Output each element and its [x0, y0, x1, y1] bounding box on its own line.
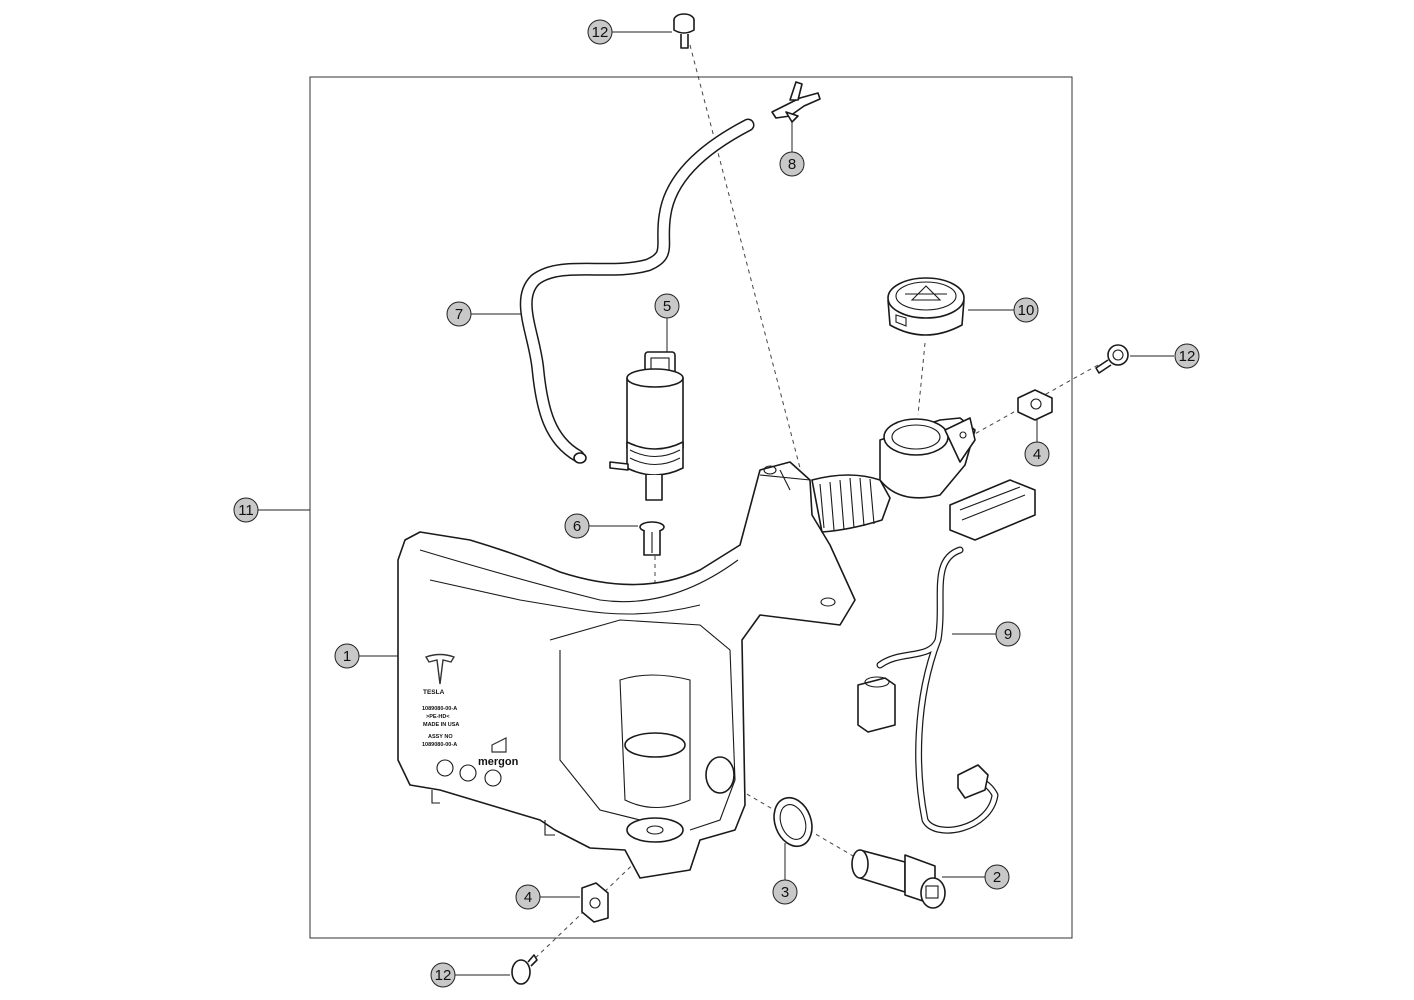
- tesla-logo-icon: [424, 653, 456, 685]
- speed-nut-clip-lower: [581, 882, 609, 923]
- callout-4-lower[interactable]: 4: [515, 884, 541, 910]
- svg-text:8: 8: [788, 156, 796, 173]
- bolt-top: [673, 13, 695, 49]
- sensor-grommet: [773, 796, 813, 848]
- reservoir-assy-number: 1089080-00-A: [422, 742, 457, 748]
- callout-10[interactable]: 10: [1013, 297, 1039, 323]
- pump-grommet: [639, 521, 665, 556]
- reservoir-brand-text: TESLA: [423, 689, 445, 696]
- svg-text:3: 3: [781, 884, 789, 901]
- svg-text:9: 9: [1004, 626, 1012, 643]
- callout-11[interactable]: 11: [233, 497, 259, 523]
- speed-nut-clip-upper: [1017, 389, 1053, 421]
- svg-text:4: 4: [1033, 446, 1041, 463]
- washer-pump: [609, 351, 684, 501]
- reservoir-part-number: 1089080-00-A: [422, 706, 457, 712]
- bolt-bottom: [511, 954, 538, 985]
- washer-hose: [519, 118, 755, 464]
- callout-12-top[interactable]: 12: [587, 19, 613, 45]
- callout-2[interactable]: 2: [984, 864, 1010, 890]
- svg-text:6: 6: [573, 518, 581, 535]
- callout-1[interactable]: 1: [334, 643, 360, 669]
- callout-7[interactable]: 7: [446, 301, 472, 327]
- svg-text:5: 5: [663, 298, 671, 315]
- callout-8[interactable]: 8: [779, 151, 805, 177]
- filler-cap: [887, 277, 965, 336]
- fluid-level-sensor: [851, 849, 946, 909]
- callout-9[interactable]: 9: [995, 621, 1021, 647]
- washer-reservoir: TESLA 1089080-00-A >PE-HD< MADE IN USA A…: [397, 417, 976, 879]
- svg-text:7: 7: [455, 306, 463, 323]
- svg-text:2: 2: [993, 869, 1001, 886]
- reservoir-maker-text: mergon: [478, 756, 519, 768]
- svg-text:4: 4: [524, 889, 532, 906]
- wiring-harness: [857, 479, 1036, 834]
- svg-text:10: 10: [1018, 302, 1035, 319]
- callout-12-right[interactable]: 12: [1174, 343, 1200, 369]
- leader-lines: [258, 31, 1174, 976]
- mergon-logo-icon: [491, 737, 507, 753]
- reservoir-material-text: >PE-HD<: [426, 714, 450, 720]
- svg-text:1: 1: [343, 648, 351, 665]
- callout-12-bottom[interactable]: 12: [430, 962, 456, 988]
- callout-6[interactable]: 6: [564, 513, 590, 539]
- reservoir-assy-label: ASSY NO: [428, 734, 453, 740]
- hose-connector: [771, 81, 821, 123]
- svg-text:12: 12: [435, 967, 452, 984]
- callout-5[interactable]: 5: [654, 293, 680, 319]
- assembly-boundary-box: [309, 76, 1073, 939]
- bolt-right: [1095, 344, 1129, 374]
- callout-3[interactable]: 3: [772, 879, 798, 905]
- svg-text:12: 12: [592, 24, 609, 41]
- svg-text:11: 11: [238, 502, 254, 519]
- svg-text:12: 12: [1179, 348, 1196, 365]
- callout-4-upper[interactable]: 4: [1024, 441, 1050, 467]
- reservoir-origin-text: MADE IN USA: [423, 722, 459, 728]
